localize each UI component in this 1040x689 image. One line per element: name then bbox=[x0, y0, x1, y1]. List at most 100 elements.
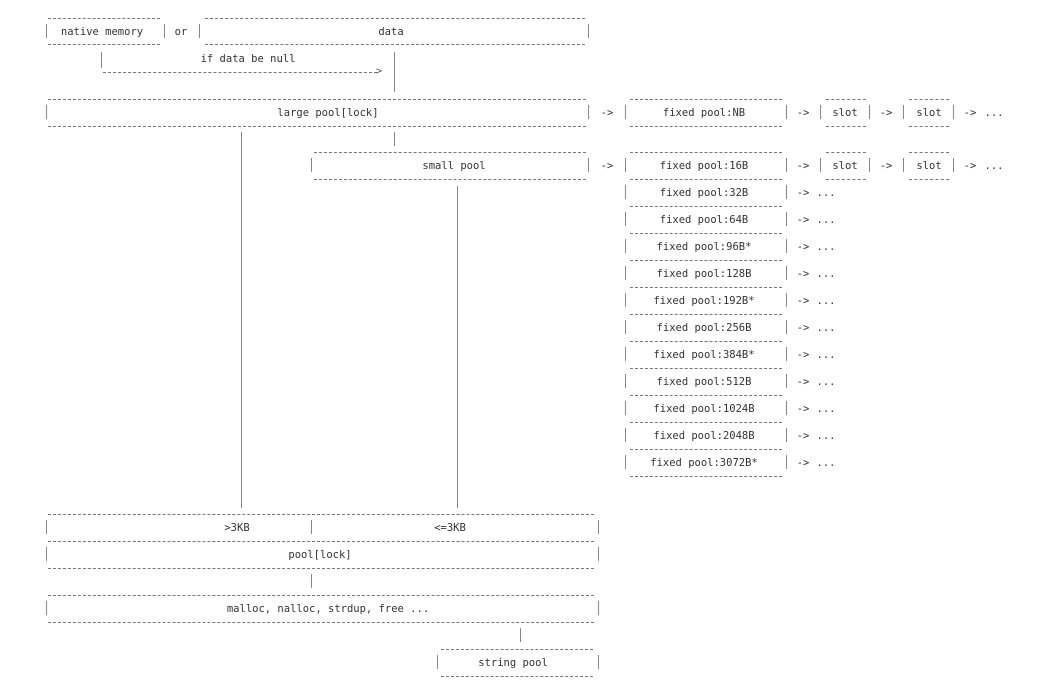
malloc-box-left bbox=[46, 601, 47, 615]
fixed-pool-box-top bbox=[630, 206, 782, 207]
nb-slot-2-left bbox=[903, 105, 904, 119]
fixed-pool-box-right bbox=[786, 401, 787, 415]
small-pool-box-top bbox=[314, 152, 586, 153]
native-memory-box-left bbox=[46, 24, 47, 38]
fixed-pool-box-top bbox=[630, 422, 782, 423]
fixed-pool-ellipsis: ... bbox=[816, 295, 836, 307]
malloc-box-top bbox=[48, 595, 594, 596]
nb-slot-2: slot bbox=[916, 107, 942, 119]
nb-tail-arrow: -> bbox=[963, 107, 977, 119]
fixed-pool-box-left bbox=[625, 347, 626, 361]
fixed-pool-box-top bbox=[630, 314, 782, 315]
fixed-nb-box-top bbox=[630, 99, 782, 100]
small-to-le3kb-connector bbox=[457, 186, 458, 508]
large-to-small-connector bbox=[394, 132, 395, 146]
fixed-pool-ellipsis: ... bbox=[816, 430, 836, 442]
string-pool-box-bottom bbox=[441, 676, 593, 677]
data-box-right bbox=[588, 24, 589, 38]
fixed-pool-label: fixed pool:128B bbox=[656, 268, 752, 280]
fallback-arrowhead: > bbox=[376, 66, 383, 77]
fixed-pool-ellipsis: ... bbox=[816, 268, 836, 280]
note-connector-left bbox=[101, 52, 102, 68]
pool-to-malloc-connector bbox=[311, 574, 312, 588]
fixed-pool-box-left bbox=[625, 293, 626, 307]
small-slot-2-bottom bbox=[909, 179, 949, 180]
nb-slot-2-bottom bbox=[909, 126, 949, 127]
malloc-to-string-connector bbox=[520, 628, 521, 642]
small-slot-1-right bbox=[869, 158, 870, 172]
malloc-box-right bbox=[598, 601, 599, 615]
fixed-pool-arrow: -> bbox=[796, 295, 810, 307]
pool-lock-box-left bbox=[46, 547, 47, 561]
fixed-pool-box-right bbox=[786, 239, 787, 253]
nb-slot-2-top bbox=[909, 99, 949, 100]
fixed-pool-box-right bbox=[786, 185, 787, 199]
small-slot-arrow: -> bbox=[879, 160, 893, 172]
fixed-pool-label: fixed pool:32B bbox=[659, 187, 749, 199]
native-memory-box-bottom bbox=[48, 44, 160, 45]
fixed-pool-box-right bbox=[786, 158, 787, 172]
string-pool-label: string pool bbox=[478, 657, 548, 669]
size-split-box-bottom bbox=[48, 541, 594, 542]
size-split-box-top bbox=[48, 514, 594, 515]
fixed-pool-box-top bbox=[630, 368, 782, 369]
fixed-pool-arrow: -> bbox=[796, 403, 810, 415]
fixed-pool-box-top bbox=[630, 179, 782, 180]
fixed-nb-box-left bbox=[625, 105, 626, 119]
null-data-note: if data be null bbox=[200, 53, 296, 65]
data-to-large-pool-connector bbox=[394, 52, 395, 92]
fixed-pool-box-top bbox=[630, 260, 782, 261]
fixed-pool-arrow: -> bbox=[796, 457, 810, 469]
data-box-top bbox=[205, 18, 585, 19]
small-slot-2-right bbox=[953, 158, 954, 172]
fixed-pool-arrow: -> bbox=[796, 160, 810, 172]
data-box-left bbox=[199, 24, 200, 38]
fixed-pool-box-right bbox=[786, 320, 787, 334]
small-tail-arrow: -> bbox=[963, 160, 977, 172]
fixed-pool-box-right bbox=[786, 455, 787, 469]
fixed-nb-box-bottom bbox=[630, 126, 782, 127]
fixed-pool-box-left bbox=[625, 158, 626, 172]
nb-slot-arrow: -> bbox=[879, 107, 893, 119]
small-pool-arrow: -> bbox=[600, 160, 614, 172]
small-pool-box-bottom bbox=[314, 179, 586, 180]
fixed-pool-label: fixed pool:16B bbox=[659, 160, 749, 172]
small-slot-1-bottom bbox=[826, 179, 866, 180]
nb-tail-ellipsis: ... bbox=[984, 107, 1004, 119]
small-slot-1-top bbox=[826, 152, 866, 153]
pool-lock-box-right bbox=[598, 547, 599, 561]
fixed-pool-box-right bbox=[786, 428, 787, 442]
fixed-pool-box-left bbox=[625, 239, 626, 253]
fixed-pool-ellipsis: ... bbox=[816, 349, 836, 361]
data-label: data bbox=[378, 26, 404, 38]
large-to-gt3kb-connector bbox=[241, 132, 242, 508]
fixed-pool-box-left bbox=[625, 185, 626, 199]
pool-lock-box-bottom bbox=[48, 568, 594, 569]
fixed-pool-ellipsis: ... bbox=[816, 241, 836, 253]
fixed-pool-box-top bbox=[630, 233, 782, 234]
nb-slot-1: slot bbox=[832, 107, 858, 119]
fixed-pool-arrow: -> bbox=[796, 376, 810, 388]
fixed-pool-ellipsis: ... bbox=[816, 322, 836, 334]
large-pool-arrow: -> bbox=[600, 107, 614, 119]
small-slot-2-left bbox=[903, 158, 904, 172]
large-pool-box-left bbox=[46, 105, 47, 119]
fixed-pool-box-left bbox=[625, 428, 626, 442]
fixed-pool-label: fixed pool:1024B bbox=[653, 403, 755, 415]
fixed-pool-arrow: -> bbox=[796, 430, 810, 442]
fixed-pool-box-top bbox=[630, 287, 782, 288]
fixed-pool-ellipsis: ... bbox=[816, 214, 836, 226]
malloc-functions-label: malloc, nalloc, strdup, free ... bbox=[226, 603, 430, 615]
fixed-pool-label: fixed pool:2048B bbox=[653, 430, 755, 442]
small-slot-1: slot bbox=[832, 160, 858, 172]
fixed-pool-label: fixed pool:3072B* bbox=[650, 457, 758, 469]
fixed-pool-box-left bbox=[625, 455, 626, 469]
nb-slot-1-bottom bbox=[826, 126, 866, 127]
fixed-pool-nb: fixed pool:NB bbox=[662, 107, 746, 119]
fixed-pool-box-top bbox=[630, 152, 782, 153]
fixed-pool-label: fixed pool:192B* bbox=[653, 295, 755, 307]
string-pool-box-top bbox=[441, 649, 593, 650]
fixed-pool-label: fixed pool:256B bbox=[656, 322, 752, 334]
small-pool-box-left bbox=[311, 158, 312, 172]
fixed-pool-label: fixed pool:512B bbox=[656, 376, 752, 388]
